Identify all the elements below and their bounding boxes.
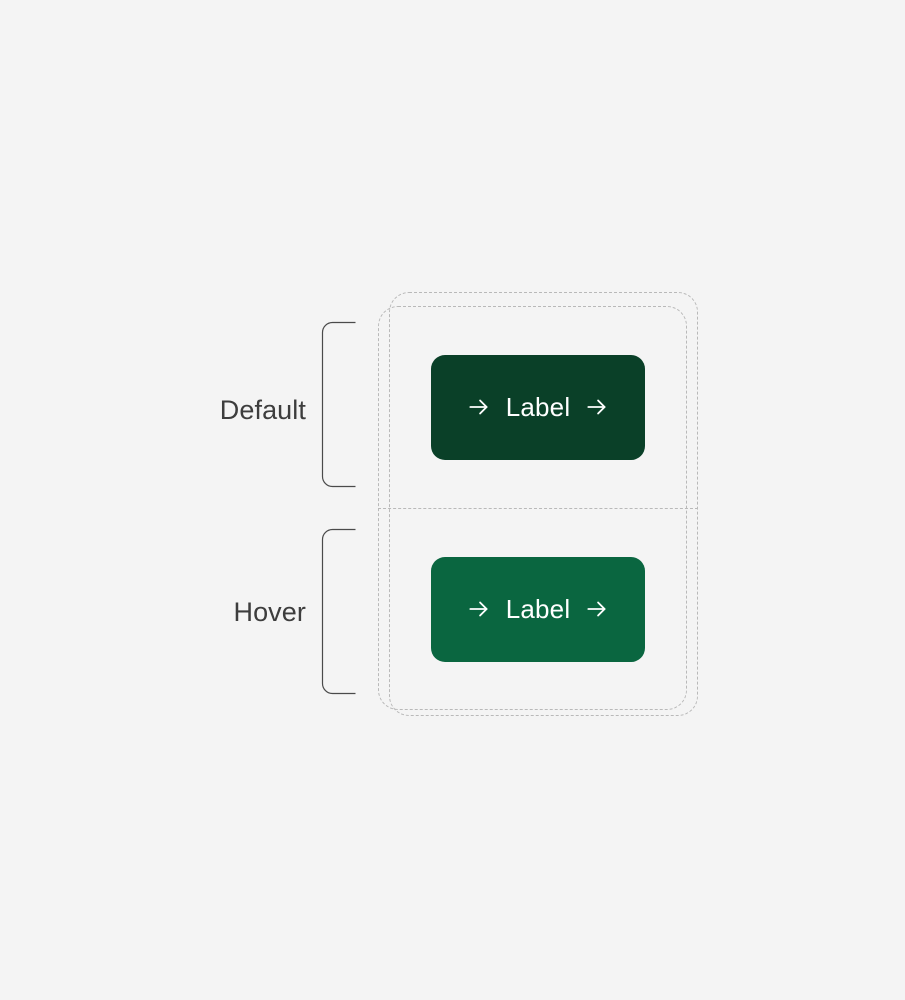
state-row-default: Default Label — [0, 306, 905, 508]
state-row-hover: Hover Label — [0, 508, 905, 710]
arrow-right-icon — [584, 596, 610, 622]
button-label-text: Label — [505, 594, 571, 624]
state-label-default: Default — [219, 395, 306, 425]
arrow-right-icon — [466, 394, 492, 420]
state-label-hover: Hover — [233, 597, 306, 627]
button-slot-default: Label — [378, 306, 698, 508]
arrow-right-icon — [466, 596, 492, 622]
button-slot-hover: Label — [378, 508, 698, 710]
measurement-bracket-default — [322, 322, 356, 487]
button-label-text: Label — [505, 392, 571, 422]
label-button-hover[interactable]: Label — [431, 556, 645, 662]
arrow-right-icon — [584, 394, 610, 420]
measurement-bracket-hover — [322, 529, 356, 694]
label-button-default[interactable]: Label — [431, 354, 645, 460]
